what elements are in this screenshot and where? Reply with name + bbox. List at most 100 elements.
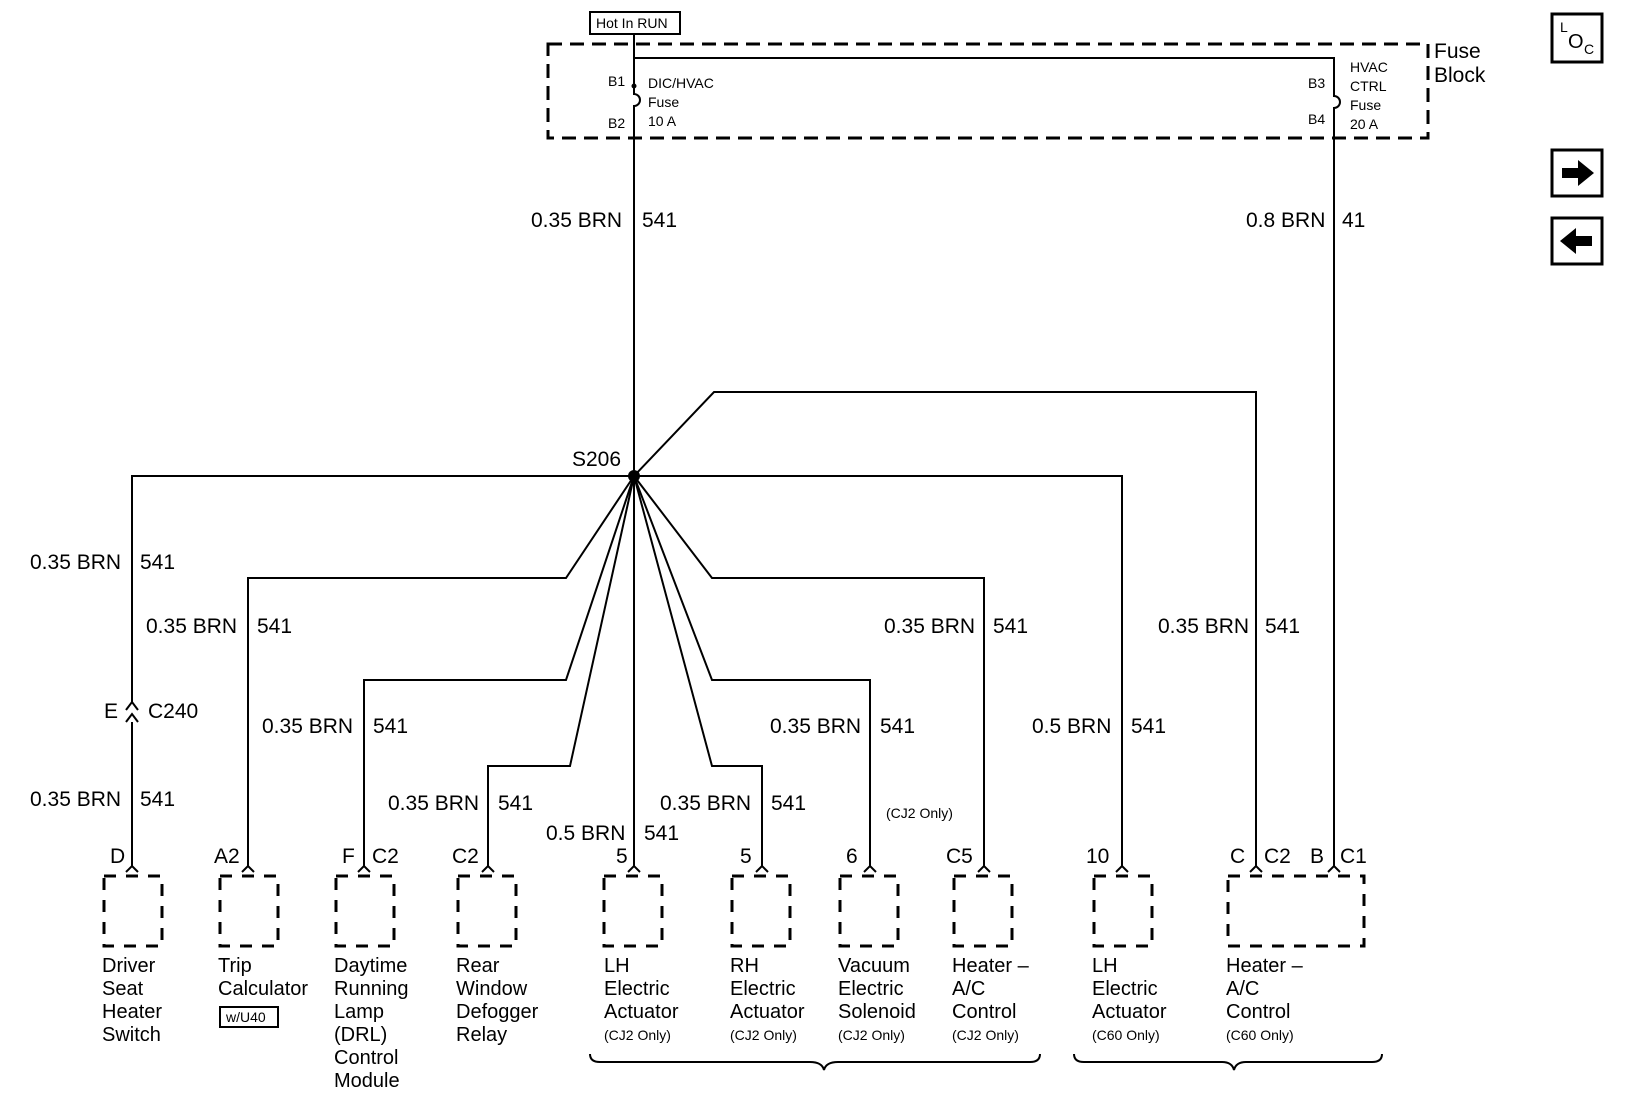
wire-branch-9 — [634, 475, 1123, 866]
svg-text:Running: Running — [334, 978, 409, 1000]
arrow-right-icon — [1562, 160, 1594, 186]
wire-branch-4 — [487, 475, 635, 866]
wire-6-circuit: 541 — [771, 792, 806, 815]
svg-text:Electric: Electric — [838, 978, 904, 1000]
splice-s206-label: S206 — [572, 448, 621, 471]
badge-w-u40-box — [219, 1006, 279, 1028]
wire-3-gauge: 0.35 BRN — [262, 715, 353, 738]
wire-1-upper-gauge: 0.35 BRN — [30, 551, 121, 574]
loc-icon-l: L — [1560, 19, 1568, 35]
pin-vacuum-solenoid: 6 — [846, 845, 858, 868]
svg-text:Electric: Electric — [730, 978, 796, 1000]
next-page-button[interactable] — [1550, 148, 1604, 198]
cj2-only-note: (CJ2 Only) — [886, 805, 953, 821]
wire-3-circuit: 541 — [373, 715, 408, 738]
svg-text:Lamp: Lamp — [334, 1001, 384, 1023]
svg-text:Heater –: Heater – — [952, 955, 1030, 977]
svg-text:A/C: A/C — [1226, 978, 1259, 1000]
brace-c60-group — [1073, 1053, 1383, 1071]
fuse-bus — [633, 34, 1335, 82]
fuse-left-symbol — [633, 58, 641, 118]
wire-main-right-gauge: 0.8 BRN — [1246, 209, 1325, 232]
svg-text:Control: Control — [334, 1047, 398, 1069]
svg-text:Vacuum: Vacuum — [838, 955, 910, 977]
svg-text:(C60 Only): (C60 Only) — [1226, 1027, 1294, 1043]
svg-text:(CJ2 Only): (CJ2 Only) — [838, 1027, 905, 1043]
conn-heater-ac-c60-c2: C2 — [1264, 845, 1291, 868]
component-driver-seat-heater-switch: Driver Seat Heater Switch — [102, 955, 162, 1046]
wire-8-gauge: 0.35 BRN — [884, 615, 975, 638]
svg-text:Calculator: Calculator — [218, 978, 308, 1000]
component-lh-electric-actuator-c60: LH Electric Actuator (C60 Only) — [1092, 955, 1167, 1043]
fuse-left-line2: Fuse — [648, 94, 679, 110]
svg-text:Daytime: Daytime — [334, 955, 407, 977]
wire-branch-3 — [363, 475, 635, 866]
previous-page-button[interactable] — [1550, 216, 1604, 266]
svg-text:Trip: Trip — [218, 955, 252, 977]
svg-text:(C60 Only): (C60 Only) — [1092, 1027, 1160, 1043]
component-rh-electric-actuator: RH Electric Actuator (CJ2 Only) — [730, 955, 805, 1043]
fuse-block-label-2: Block — [1434, 64, 1486, 87]
pin-trip-calculator: A2 — [214, 845, 240, 868]
fuse-right-rating: 20 A — [1350, 116, 1379, 132]
pin-heater-ac-c60-b: B — [1310, 845, 1324, 868]
svg-text:Heater –: Heater – — [1226, 955, 1304, 977]
svg-text:(DRL): (DRL) — [334, 1024, 387, 1046]
pin-driver-seat: D — [110, 845, 125, 868]
fuse-left-pin-top: B1 — [608, 73, 625, 89]
wire-7-gauge: 0.35 BRN — [770, 715, 861, 738]
pin-heater-ac-c60-c: C — [1230, 845, 1245, 868]
svg-text:Control: Control — [1226, 1001, 1290, 1023]
conn-heater-ac-c60-c1: C1 — [1340, 845, 1367, 868]
component-lh-electric-actuator-cj2: LH Electric Actuator (CJ2 Only) — [604, 955, 679, 1043]
pin-heater-ac-cj2: C5 — [946, 845, 973, 868]
wire-5-circuit: 541 — [644, 822, 679, 845]
wire-branch-2 — [247, 475, 635, 866]
box-lh-actuator-cj2 — [602, 874, 664, 948]
fuse-right-pin-bottom: B4 — [1308, 111, 1325, 127]
wire-10-circuit: 541 — [1265, 615, 1300, 638]
wire-2-circuit: 541 — [257, 615, 292, 638]
wire-branch-10 — [633, 391, 1257, 866]
wire-4-circuit: 541 — [498, 792, 533, 815]
svg-text:Switch: Switch — [102, 1024, 161, 1046]
svg-text:LH: LH — [1092, 955, 1118, 977]
box-vacuum-solenoid — [838, 874, 900, 948]
component-heater-ac-control-c60: Heater – A/C Control (C60 Only) — [1226, 955, 1304, 1043]
fuse-right-symbol — [1333, 82, 1341, 120]
box-drl-module — [334, 874, 396, 948]
loc-button[interactable]: L O C — [1550, 12, 1604, 64]
connector-c240-pin: E — [104, 700, 118, 723]
svg-text:Rear: Rear — [456, 955, 500, 977]
svg-text:Actuator: Actuator — [1092, 1001, 1167, 1023]
pin-defogger-relay: C2 — [452, 845, 479, 868]
fuse-left-pin-b1 — [631, 83, 637, 89]
svg-text:Defogger: Defogger — [456, 1001, 539, 1023]
svg-text:Heater: Heater — [102, 1001, 162, 1023]
wire-8-circuit: 541 — [993, 615, 1028, 638]
wire-9-circuit: 541 — [1131, 715, 1166, 738]
connector-c240-name: C240 — [148, 700, 198, 723]
svg-text:Module: Module — [334, 1070, 400, 1092]
svg-text:(CJ2 Only): (CJ2 Only) — [952, 1027, 1019, 1043]
svg-text:RH: RH — [730, 955, 759, 977]
component-boxes — [102, 874, 1366, 948]
svg-text:Seat: Seat — [102, 978, 144, 1000]
box-lh-actuator-c60 — [1092, 874, 1154, 948]
wire-branch-7 — [633, 475, 871, 866]
wire-4-gauge: 0.35 BRN — [388, 792, 479, 815]
fuse-block-label-1: Fuse — [1434, 40, 1481, 63]
svg-text:Relay: Relay — [456, 1024, 507, 1046]
pin-terminals — [125, 864, 1341, 873]
box-heater-ac-c60 — [1226, 874, 1366, 948]
fuse-right-line3: Fuse — [1350, 97, 1381, 113]
component-rear-window-defogger-relay: Rear Window Defogger Relay — [456, 955, 539, 1046]
component-trip-calculator: Trip Calculator w/U40 — [218, 955, 308, 1028]
svg-text:Actuator: Actuator — [604, 1001, 679, 1023]
connector-c240-symbol — [125, 700, 139, 723]
wire-branch-1 — [131, 475, 634, 702]
wire-main-left-circuit: 541 — [642, 209, 677, 232]
box-rh-actuator — [730, 874, 792, 948]
wire-6-gauge: 0.35 BRN — [660, 792, 751, 815]
